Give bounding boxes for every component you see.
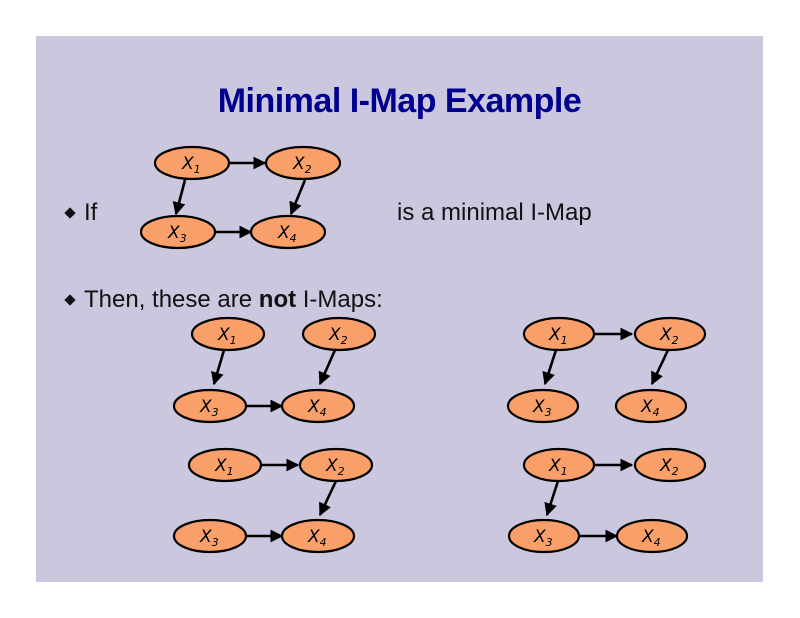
node-x2: X2 [298,447,374,483]
svg-text:X1: X1 [548,325,568,347]
bullet-then-text-bold: not [258,286,297,313]
svg-text:X2: X2 [659,325,679,347]
svg-text:X4: X4 [307,527,327,549]
node-x3: X3 [139,214,217,250]
edge-x2-x4 [650,349,670,386]
bullet-if-suffix: is a minimal I-Map [397,199,592,227]
node-x4: X4 [614,388,688,424]
edge-x1-x3 [544,480,560,517]
node-x1: X1 [153,145,231,181]
svg-text:X2: X2 [659,456,679,478]
svg-text:X3: X3 [167,223,187,245]
edge-x2-x4 [289,179,307,216]
node-x2: X2 [264,145,342,181]
node-x3: X3 [506,388,580,424]
svg-text:X1: X1 [548,456,568,478]
node-x2: X2 [633,447,707,483]
svg-text:X3: X3 [532,397,552,419]
edge-x1-x3 [542,349,558,386]
node-x4: X4 [280,518,356,554]
bullet-then: Then, these are not I-Maps: [64,286,383,314]
svg-text:X4: X4 [307,397,327,419]
node-x1: X1 [187,447,263,483]
bullet-if-suffix-text: is a minimal I-Map [397,199,592,226]
node-x3: X3 [507,518,581,554]
bullet-then-text-before: Then, these are [84,286,259,313]
svg-text:X3: X3 [199,527,219,549]
node-x1: X1 [522,447,596,483]
svg-text:X3: X3 [533,527,553,549]
svg-text:X1: X1 [181,154,201,176]
bullet-if-text: If [84,199,98,226]
svg-text:X2: X2 [325,456,345,478]
svg-text:X4: X4 [640,397,660,419]
edge-x2-x4 [318,480,338,517]
node-x3: X3 [172,388,248,424]
node-x1: X1 [522,316,596,352]
svg-text:X2: X2 [328,325,348,347]
node-x1: X1 [190,316,266,352]
node-x2: X2 [301,316,377,352]
edge-x2-x4 [318,349,337,386]
bullet-if: If [64,199,98,227]
node-x4: X4 [615,518,689,554]
svg-text:X3: X3 [199,397,219,419]
svg-text:X1: X1 [217,325,237,347]
node-x4: X4 [280,388,356,424]
slide-title: Minimal I-Map Example [217,82,582,120]
bullet-then-text-after: I-Maps: [296,286,383,313]
slide: Minimal I-Map Example If is a minimal I-… [36,36,763,582]
edge-x1-x3 [211,349,226,386]
node-x4: X4 [249,214,327,250]
svg-text:X2: X2 [292,154,312,176]
edge-x1-x3 [172,179,187,216]
svg-text:X4: X4 [641,527,661,549]
node-x2: X2 [633,316,707,352]
node-x3: X3 [172,518,248,554]
svg-text:X4: X4 [277,223,297,245]
svg-text:X1: X1 [214,456,234,478]
